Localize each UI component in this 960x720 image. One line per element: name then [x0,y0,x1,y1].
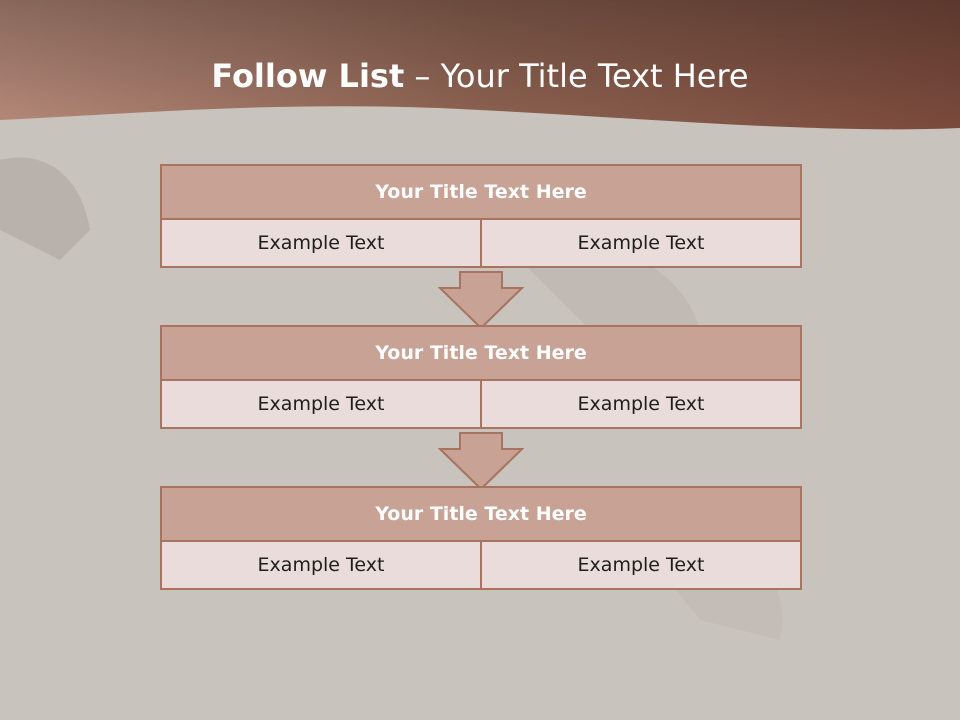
step-2-left-text: Example Text [160,379,482,429]
step-title-3: Your Title Text Here [160,486,802,542]
step-3-right-text: Example Text [480,540,802,590]
step-1-left-text: Example Text [160,218,482,268]
slide-title-bold: Follow List [211,57,405,95]
step-block-3: Your Title Text Here Example Text Exampl… [160,486,802,590]
down-arrow-icon [438,271,524,329]
step-2-right-text: Example Text [480,379,802,429]
step-title-2: Your Title Text Here [160,325,802,381]
step-block-1: Your Title Text Here Example Text Exampl… [160,164,802,268]
step-block-2: Your Title Text Here Example Text Exampl… [160,325,802,429]
step-1-right-text: Example Text [480,218,802,268]
step-3-left-text: Example Text [160,540,482,590]
slide-title-rest: – Your Title Text Here [404,57,749,95]
step-title-1: Your Title Text Here [160,164,802,220]
down-arrow-icon [438,432,524,490]
slide-title: Follow List – Your Title Text Here [0,56,960,96]
